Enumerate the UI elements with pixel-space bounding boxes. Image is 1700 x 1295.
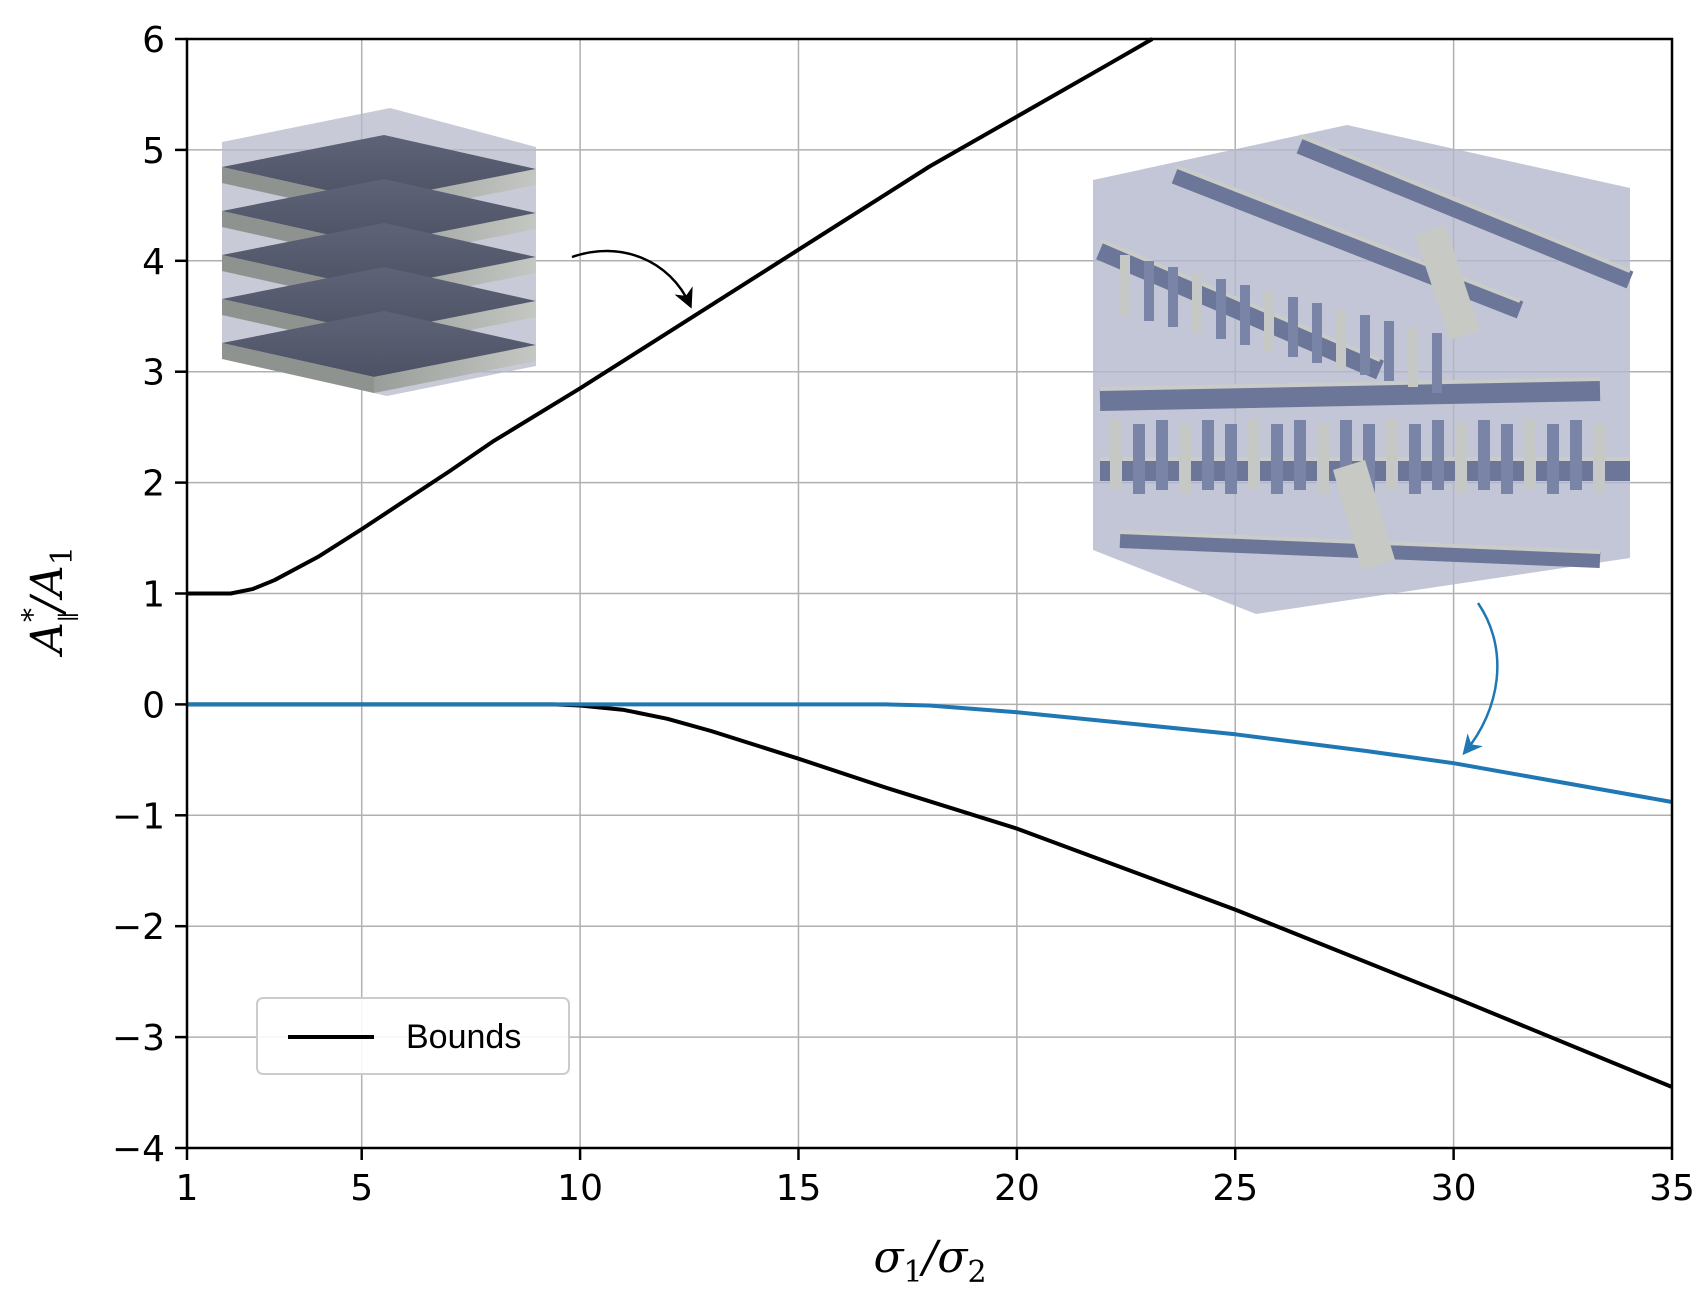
laminate-slab [222,311,536,393]
micro-fin [1192,273,1202,333]
micro-fin [1409,424,1421,494]
micro-bar [1296,136,1634,289]
y-tick-label: 2 [142,464,165,505]
micro-fin [1336,309,1346,369]
legend-label-bounds: Bounds [406,1018,521,1056]
legend: Bounds [256,997,570,1075]
y-tick-label: −2 [112,907,165,948]
micro-fin [1120,255,1130,315]
micro-fin [1312,303,1322,363]
y-tick-label: 3 [142,353,165,394]
x-tick-label: 30 [1431,1168,1477,1209]
laminate-arrow [571,249,693,309]
micro-fin [1360,315,1370,375]
micro-fin [1168,267,1178,327]
micro-fin [1294,420,1306,490]
plot-series [187,37,1673,1089]
x-tick-label: 15 [776,1168,822,1209]
micro-fin [1156,420,1168,490]
microstructure-inset-image [1093,125,1634,614]
series-line-0 [187,37,1154,596]
micro-fin [1216,279,1226,339]
micro-block [1415,225,1480,340]
micro-fin [1248,420,1260,490]
micro-fin [1202,420,1214,490]
micro-fin [1133,424,1145,494]
micro-bar-edge [1099,377,1601,391]
micro-fin [1408,327,1418,387]
y-tick-label: 0 [142,685,165,726]
micro-fin [1317,424,1329,494]
x-tick-label: 25 [1212,1168,1258,1209]
micro-fin [1501,424,1513,494]
y-tick-label: −1 [112,796,165,837]
x-tick-label: 5 [350,1168,373,1209]
micro-fin [1264,291,1274,351]
micro-fin [1432,420,1444,490]
micro-fin [1384,321,1394,381]
x-tick-label: 20 [994,1168,1040,1209]
micro-block [1333,460,1395,570]
micro-fin [1271,424,1283,494]
x-tick-label: 10 [557,1168,603,1209]
micro-fin [1240,285,1250,345]
y-tick-label: 4 [142,242,165,283]
laminate-inset-image [222,108,536,396]
micro-fin [1570,420,1582,490]
x-axis-label: σ1/σ2 [873,1232,986,1290]
micro-fin [1478,420,1490,490]
x-tick-label: 1 [176,1168,199,1209]
x-tick-label: 35 [1649,1168,1695,1209]
micro-fin [1179,424,1191,494]
micro-fin [1524,420,1536,490]
micro-fin [1225,424,1237,494]
micro-fin [1110,420,1122,490]
y-tick-label: 5 [142,131,165,172]
y-tick-label: −3 [112,1018,165,1059]
micro-fin [1144,261,1154,321]
y-axis-label: A*∥/A1 [16,546,82,658]
micro-fin [1593,424,1605,494]
micro-fin [1455,424,1467,494]
micro-fin [1432,333,1442,393]
y-tick-label: −4 [112,1129,165,1170]
microstructure-arrow [1462,602,1499,756]
micro-fin [1547,424,1559,494]
micro-bar [1099,379,1601,411]
micro-fin [1386,420,1398,490]
micro-bar-edge [1299,134,1631,273]
y-tick-label: 1 [142,575,165,616]
y-tick-label: 6 [142,20,165,61]
micro-fin [1288,297,1298,357]
series-line-2 [187,702,1673,804]
